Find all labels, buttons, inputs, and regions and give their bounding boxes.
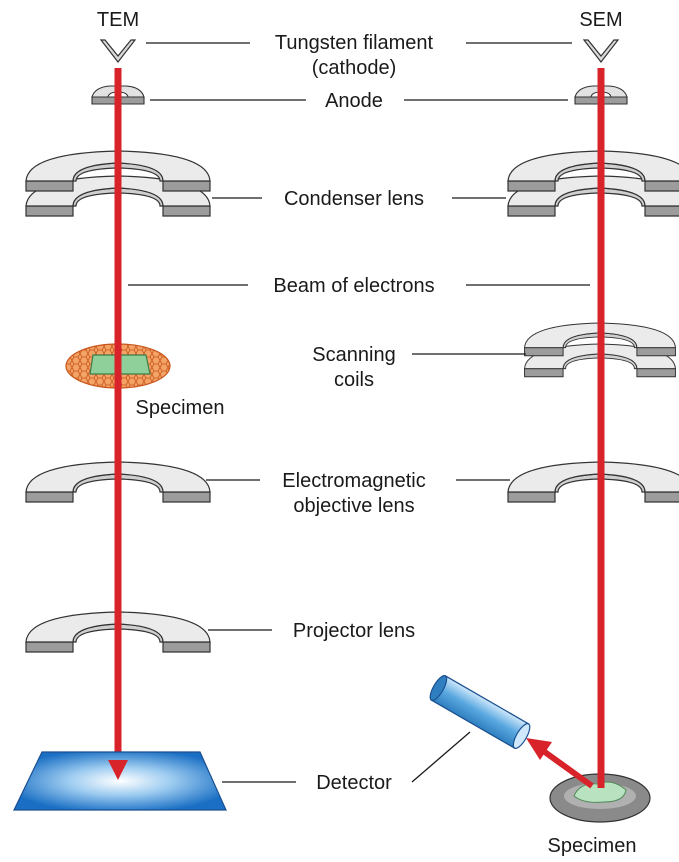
detector-label: Detector xyxy=(316,772,392,794)
tem-filament xyxy=(99,39,137,63)
sem-filament xyxy=(582,39,620,63)
projector-label: Projector lens xyxy=(293,620,415,642)
anode-label: Anode xyxy=(325,90,383,112)
filament-label-line1: Tungsten filament xyxy=(275,32,434,54)
sem-objective-lens xyxy=(507,461,679,503)
sem-specimen-label: Specimen xyxy=(548,835,637,857)
objective-label-line2: objective lens xyxy=(293,495,414,517)
sem-detector-tube xyxy=(429,675,531,749)
condenser-label: Condenser lens xyxy=(284,188,424,210)
tem-column: TEM xyxy=(13,9,227,811)
sem-column: SEM xyxy=(429,9,679,857)
filament-label-line2: (cathode) xyxy=(312,57,397,79)
beam-label: Beam of electrons xyxy=(273,275,434,297)
center-labels: Tungsten filament (cathode) Anode Conden… xyxy=(128,32,590,794)
scanning-label-line1: Scanning xyxy=(312,344,395,366)
objective-label-line1: Electromagnetic xyxy=(282,470,425,492)
tem-electron-beam xyxy=(108,68,128,780)
tem-detector-screen xyxy=(13,751,227,811)
tem-specimen-label: Specimen xyxy=(136,397,225,419)
scanning-label-line2: coils xyxy=(334,369,374,391)
tem-anode xyxy=(91,85,145,105)
sem-label: SEM xyxy=(579,9,622,31)
sem-specimen-stage xyxy=(549,773,651,823)
tem-label: TEM xyxy=(97,9,139,31)
secondary-electron-arrow xyxy=(526,738,594,789)
sem-condenser-lens xyxy=(507,150,679,217)
detector-leader-right xyxy=(411,731,471,783)
